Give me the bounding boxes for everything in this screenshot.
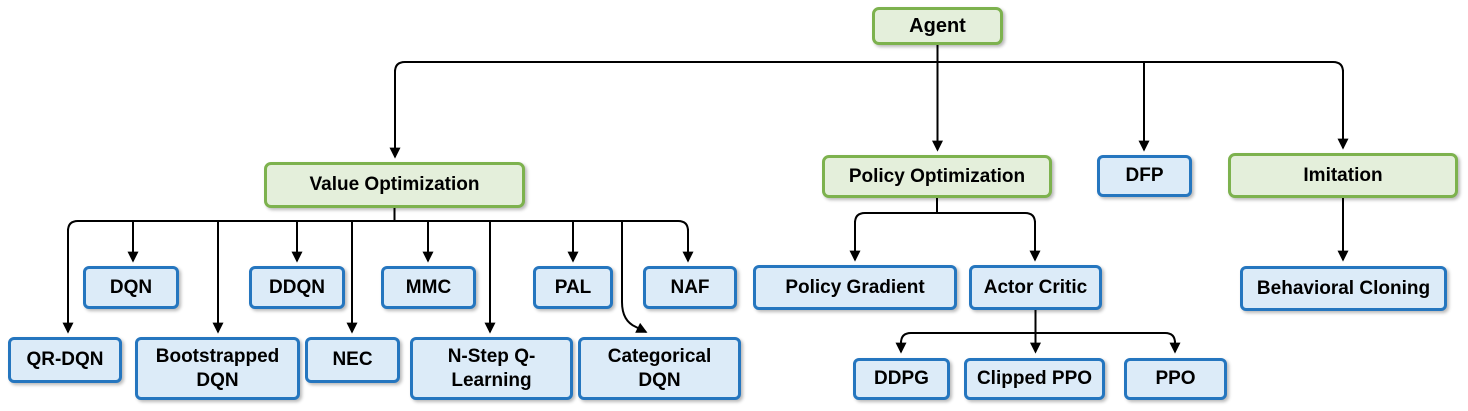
node-categorical-dqn: Categorical DQN <box>578 337 741 400</box>
node-actor-critic: Actor Critic <box>969 265 1102 310</box>
node-n-step-q-learning: N-Step Q-Learning <box>410 337 573 400</box>
node-bootstrapped-dqn: Bootstrapped DQN <box>135 337 300 400</box>
node-ppo: PPO <box>1124 358 1227 400</box>
node-nec: NEC <box>305 337 400 383</box>
edge-group-policy-optimization <box>849 198 1041 262</box>
edge-group-value-optimization <box>62 208 694 334</box>
edge-group-agent <box>389 45 1349 159</box>
node-dqn: DQN <box>83 266 179 309</box>
edge-group-actor-critic <box>895 310 1181 354</box>
node-agent: Agent <box>872 7 1003 45</box>
node-mmc: MMC <box>381 266 476 309</box>
node-dfp: DFP <box>1097 155 1192 197</box>
node-behavioral-cloning: Behavioral Cloning <box>1240 266 1447 311</box>
node-policy-optimization: Policy Optimization <box>822 155 1052 198</box>
node-policy-gradient: Policy Gradient <box>753 265 957 310</box>
node-ddpg: DDPG <box>853 358 950 400</box>
node-qr-dqn: QR-DQN <box>8 337 122 383</box>
node-pal: PAL <box>533 266 613 309</box>
node-clipped-ppo: Clipped PPO <box>964 358 1105 400</box>
node-value-optimization: Value Optimization <box>264 162 525 208</box>
node-imitation: Imitation <box>1228 153 1458 198</box>
node-naf: NAF <box>643 266 737 309</box>
node-ddqn: DDQN <box>249 266 345 309</box>
